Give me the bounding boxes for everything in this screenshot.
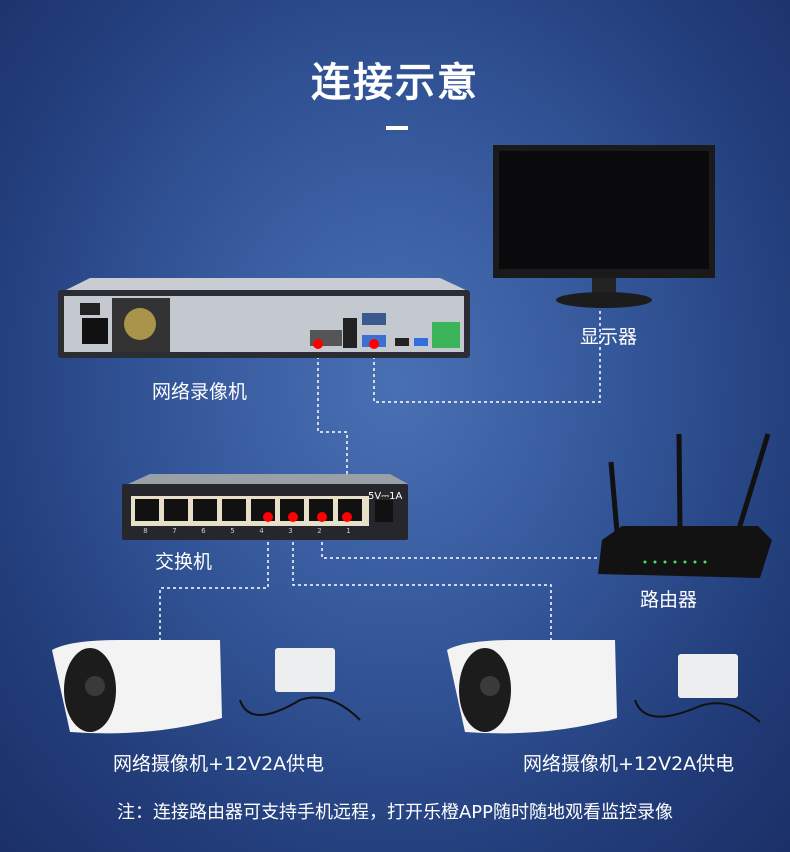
nvr-device xyxy=(58,278,470,358)
port-number: 3 xyxy=(288,527,293,535)
port-number: 7 xyxy=(172,527,177,535)
camera-right-device xyxy=(447,640,761,734)
nvr-to-switch-line xyxy=(317,344,348,515)
switch-label: 交换机 xyxy=(155,551,213,573)
camera-right-label: 网络摄像机+12V2A供电 xyxy=(523,753,735,775)
nvr-label: 网络录像机 xyxy=(152,381,248,403)
switch-device xyxy=(122,474,408,540)
switch-port-numbers: 8 7 6 5 4 3 2 1 xyxy=(131,527,369,535)
nvr-vga-port-marker xyxy=(369,339,379,349)
port-number: 2 xyxy=(317,527,322,535)
router-device xyxy=(598,433,772,578)
port-number: 5 xyxy=(230,527,235,535)
monitor-label: 显示器 xyxy=(580,326,638,348)
port-number: 1 xyxy=(346,527,351,535)
switch-to-camera-left-line xyxy=(159,518,269,640)
switch-power-label: 5V⎓1A xyxy=(368,491,403,502)
page-title: 连接示意 xyxy=(311,60,479,106)
port-number: 8 xyxy=(143,527,148,535)
nvr-to-monitor-line xyxy=(373,308,601,403)
port-number: 4 xyxy=(259,527,264,535)
camera-left-label: 网络摄像机+12V2A供电 xyxy=(113,753,325,775)
camera-left-device xyxy=(52,640,361,734)
router-label: 路由器 xyxy=(640,589,698,611)
footer-note: 注：连接路由器可支持手机远程，打开乐橙APP随时随地观看监控录像 xyxy=(116,802,674,823)
port-number: 6 xyxy=(201,527,206,535)
monitor-device xyxy=(493,145,715,308)
nvr-lan-port-marker xyxy=(313,339,323,349)
title-divider xyxy=(386,126,408,130)
